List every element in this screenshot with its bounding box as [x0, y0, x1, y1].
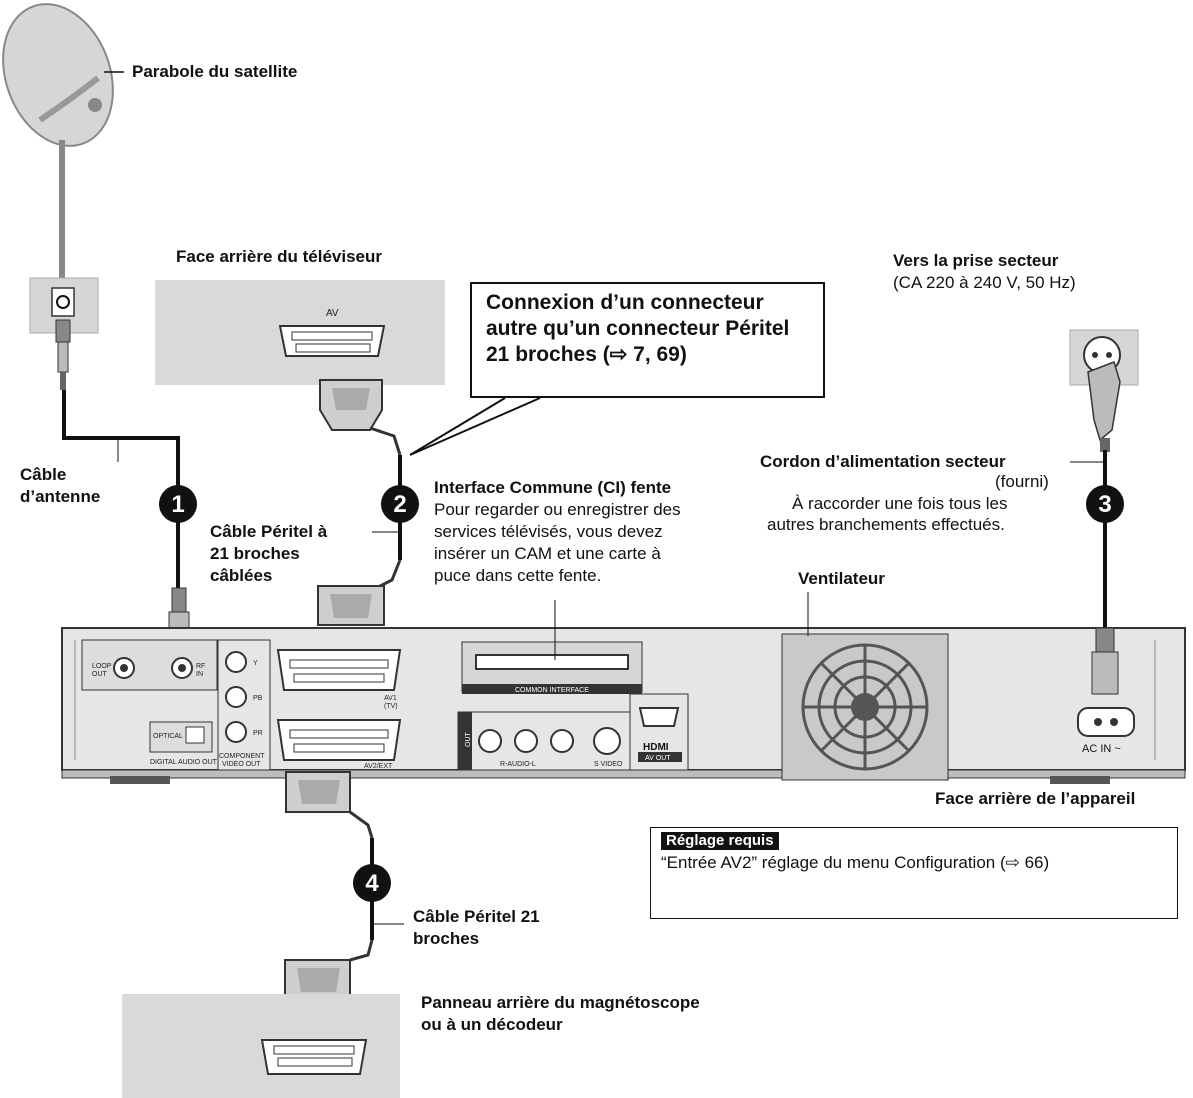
requirement-tag: Réglage requis [661, 832, 779, 850]
scart21-label-1: Câble Péritel 21 [413, 907, 540, 926]
antenna-cable-label-2: d’antenne [20, 487, 101, 506]
panel-loop-out-1: LOOP [92, 663, 112, 670]
tv-connector-label: AV [326, 308, 339, 319]
scart21-wired-label-3: câblées [210, 566, 273, 585]
panel-common-interface: COMMON INTERFACE [515, 687, 589, 694]
scart-plug-vcr [284, 939, 374, 1001]
mains-wall-socket [1069, 329, 1139, 452]
requirement-text: “Entrée AV2” réglage du menu Configurati… [661, 853, 1050, 872]
panel-component-1: COMPONENT [219, 753, 265, 760]
fan-label: Ventilateur [798, 569, 885, 588]
ci-desc-4: puce dans cette fente. [434, 566, 602, 585]
callout-line-3: 21 broches (⇨ 7, 69) [486, 343, 687, 366]
panel-s-video: S VIDEO [594, 761, 623, 768]
mains-spec: (CA 220 à 240 V, 50 Hz) [893, 273, 1076, 292]
panel-av2: AV2/EXT [364, 763, 393, 770]
panel-y: Y [253, 660, 258, 667]
power-cord-desc-2: autres branchements effectués. [767, 515, 1005, 534]
panel-optical: OPTICAL [153, 733, 183, 740]
requirement-box: Réglage requis “Entrée AV2” réglage du m… [650, 827, 1178, 919]
power-cord-title: Cordon d’alimentation secteur [760, 452, 1006, 471]
ci-desc-3: insérer un CAM et une carte à [434, 544, 661, 563]
panel-pr: PR [253, 730, 263, 737]
step-4-marker [353, 864, 391, 902]
power-plug [1091, 627, 1119, 695]
step-2-label: 2 [393, 491, 406, 518]
panel-out: OUT [465, 732, 472, 748]
satellite-dish [2, 3, 124, 147]
step-2-marker [381, 485, 419, 523]
scart-plug-tv [319, 379, 402, 456]
panel-hdmi: HDMI [643, 742, 669, 753]
panel-r-audio-l: R-AUDIO-L [500, 761, 536, 768]
panel-digital-audio: DIGITAL AUDIO OUT [150, 759, 218, 766]
mains-title: Vers la prise secteur [893, 251, 1059, 270]
panel-pb: PB [253, 695, 263, 702]
scart21-wired-label-2: 21 broches [210, 544, 300, 563]
vcr-rear-panel [122, 994, 400, 1098]
panel-ac-in: AC IN ~ [1082, 743, 1121, 755]
ci-desc-1: Pour regarder ou enregistrer des [434, 500, 681, 519]
step-1-label: 1 [171, 491, 184, 518]
unit-rear-label: Face arrière de l’appareil [935, 789, 1136, 808]
panel-av1-2: (TV) [384, 703, 398, 710]
step-3-marker [1086, 485, 1124, 523]
step-3-label: 3 [1098, 491, 1111, 518]
vcr-rear-label-1: Panneau arrière du magnétoscope [421, 993, 700, 1012]
tv-rear-panel [155, 280, 445, 385]
callout-pointer [409, 397, 541, 456]
panel-av-out: AV OUT [645, 755, 671, 762]
power-cord-note: (fourni) [995, 472, 1049, 491]
panel-av1-1: AV1 [384, 695, 397, 702]
scart-plug-unit [317, 559, 402, 626]
scart21-label-2: broches [413, 929, 480, 948]
panel-component-2: VIDEO OUT [222, 761, 261, 768]
step-4-label: 4 [365, 870, 379, 897]
callout-box: Connexion d’un connecteur autre qu’un co… [470, 282, 825, 398]
step-1-marker [159, 485, 197, 523]
panel-rf-in-1: RF [196, 663, 205, 670]
panel-rf-in-2: IN [196, 671, 203, 678]
scart21-wired-label-1: Câble Péritel à [210, 522, 328, 541]
vcr-rear-label-2: ou à un décodeur [421, 1015, 563, 1034]
tv-rear-label: Face arrière du téléviseur [176, 247, 383, 266]
antenna-cable-label-1: Câble [20, 465, 67, 484]
step-markers: 1 2 3 4 [159, 485, 1124, 902]
satellite-dish-label: Parabole du satellite [132, 62, 298, 81]
recorder-rear-panel [61, 627, 1186, 784]
ci-desc-2: services télévisés, vous devez [434, 522, 663, 541]
antenna-wall-socket [29, 277, 99, 390]
panel-loop-out-2: OUT [92, 671, 108, 678]
power-cord-desc-1: À raccorder une fois tous les [792, 494, 1008, 513]
callout-line-1: Connexion d’un connecteur [486, 291, 764, 314]
ci-title: Interface Commune (CI) fente [434, 478, 672, 497]
callout-line-2: autre qu’un connecteur Péritel [486, 317, 790, 340]
scart-plug-av2 [285, 771, 374, 839]
